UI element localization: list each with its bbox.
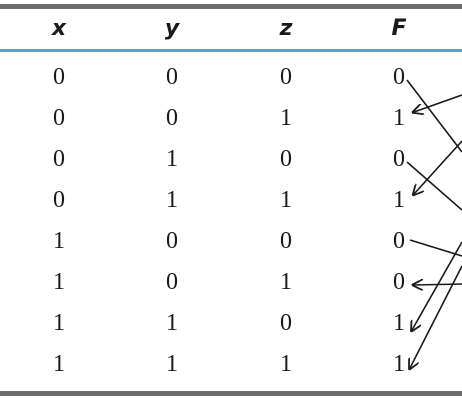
table-body: 0 0 0 0 0 0 1 1 0 1 0 0 0 1 1 1 1 0 0 0 — [0, 57, 462, 385]
cell-x: 0 — [53, 187, 65, 213]
cell-f: 0 — [393, 228, 405, 254]
cell-x: 1 — [53, 310, 65, 336]
cell-x: 0 — [53, 146, 65, 172]
table-top-rule — [0, 4, 462, 9]
cell-f: 1 — [393, 187, 405, 213]
header-f: F — [391, 16, 407, 41]
table-header-rule — [0, 49, 462, 52]
cell-y: 1 — [166, 187, 178, 213]
table-row: 1 1 0 1 — [0, 303, 462, 344]
table-row: 1 0 0 0 — [0, 221, 462, 262]
header-x: x — [51, 16, 67, 41]
cell-z: 1 — [280, 351, 292, 377]
cell-y: 0 — [166, 105, 178, 131]
cell-f: 0 — [393, 146, 405, 172]
cell-f: 1 — [393, 105, 405, 131]
cell-f: 1 — [393, 351, 405, 377]
cell-z: 0 — [280, 146, 292, 172]
cell-y: 0 — [166, 269, 178, 295]
cell-x: 0 — [53, 105, 65, 131]
table-row: 0 1 0 0 — [0, 139, 462, 180]
table-header-row: x y z F — [0, 9, 462, 49]
cell-x: 1 — [53, 351, 65, 377]
table-row: 1 0 1 0 — [0, 262, 462, 303]
cell-z: 0 — [280, 228, 292, 254]
cell-z: 1 — [280, 269, 292, 295]
cell-x: 0 — [53, 64, 65, 90]
cell-y: 1 — [166, 351, 178, 377]
table-bottom-rule — [0, 391, 462, 396]
header-z: z — [279, 16, 293, 41]
cell-z: 0 — [280, 310, 292, 336]
cell-x: 1 — [53, 269, 65, 295]
cell-y: 1 — [166, 310, 178, 336]
table-row: 0 1 1 1 — [0, 180, 462, 221]
header-y: y — [164, 16, 180, 41]
table-row: 1 1 1 1 — [0, 344, 462, 385]
cell-f: 0 — [393, 64, 405, 90]
cell-y: 0 — [166, 228, 178, 254]
cell-y: 1 — [166, 146, 178, 172]
cell-y: 0 — [166, 64, 178, 90]
cell-z: 0 — [280, 64, 292, 90]
cell-f: 1 — [393, 310, 405, 336]
cell-z: 1 — [280, 105, 292, 131]
cell-x: 1 — [53, 228, 65, 254]
cell-f: 0 — [393, 269, 405, 295]
cell-z: 1 — [280, 187, 292, 213]
table-row: 0 0 1 1 — [0, 98, 462, 139]
table-row: 0 0 0 0 — [0, 57, 462, 98]
